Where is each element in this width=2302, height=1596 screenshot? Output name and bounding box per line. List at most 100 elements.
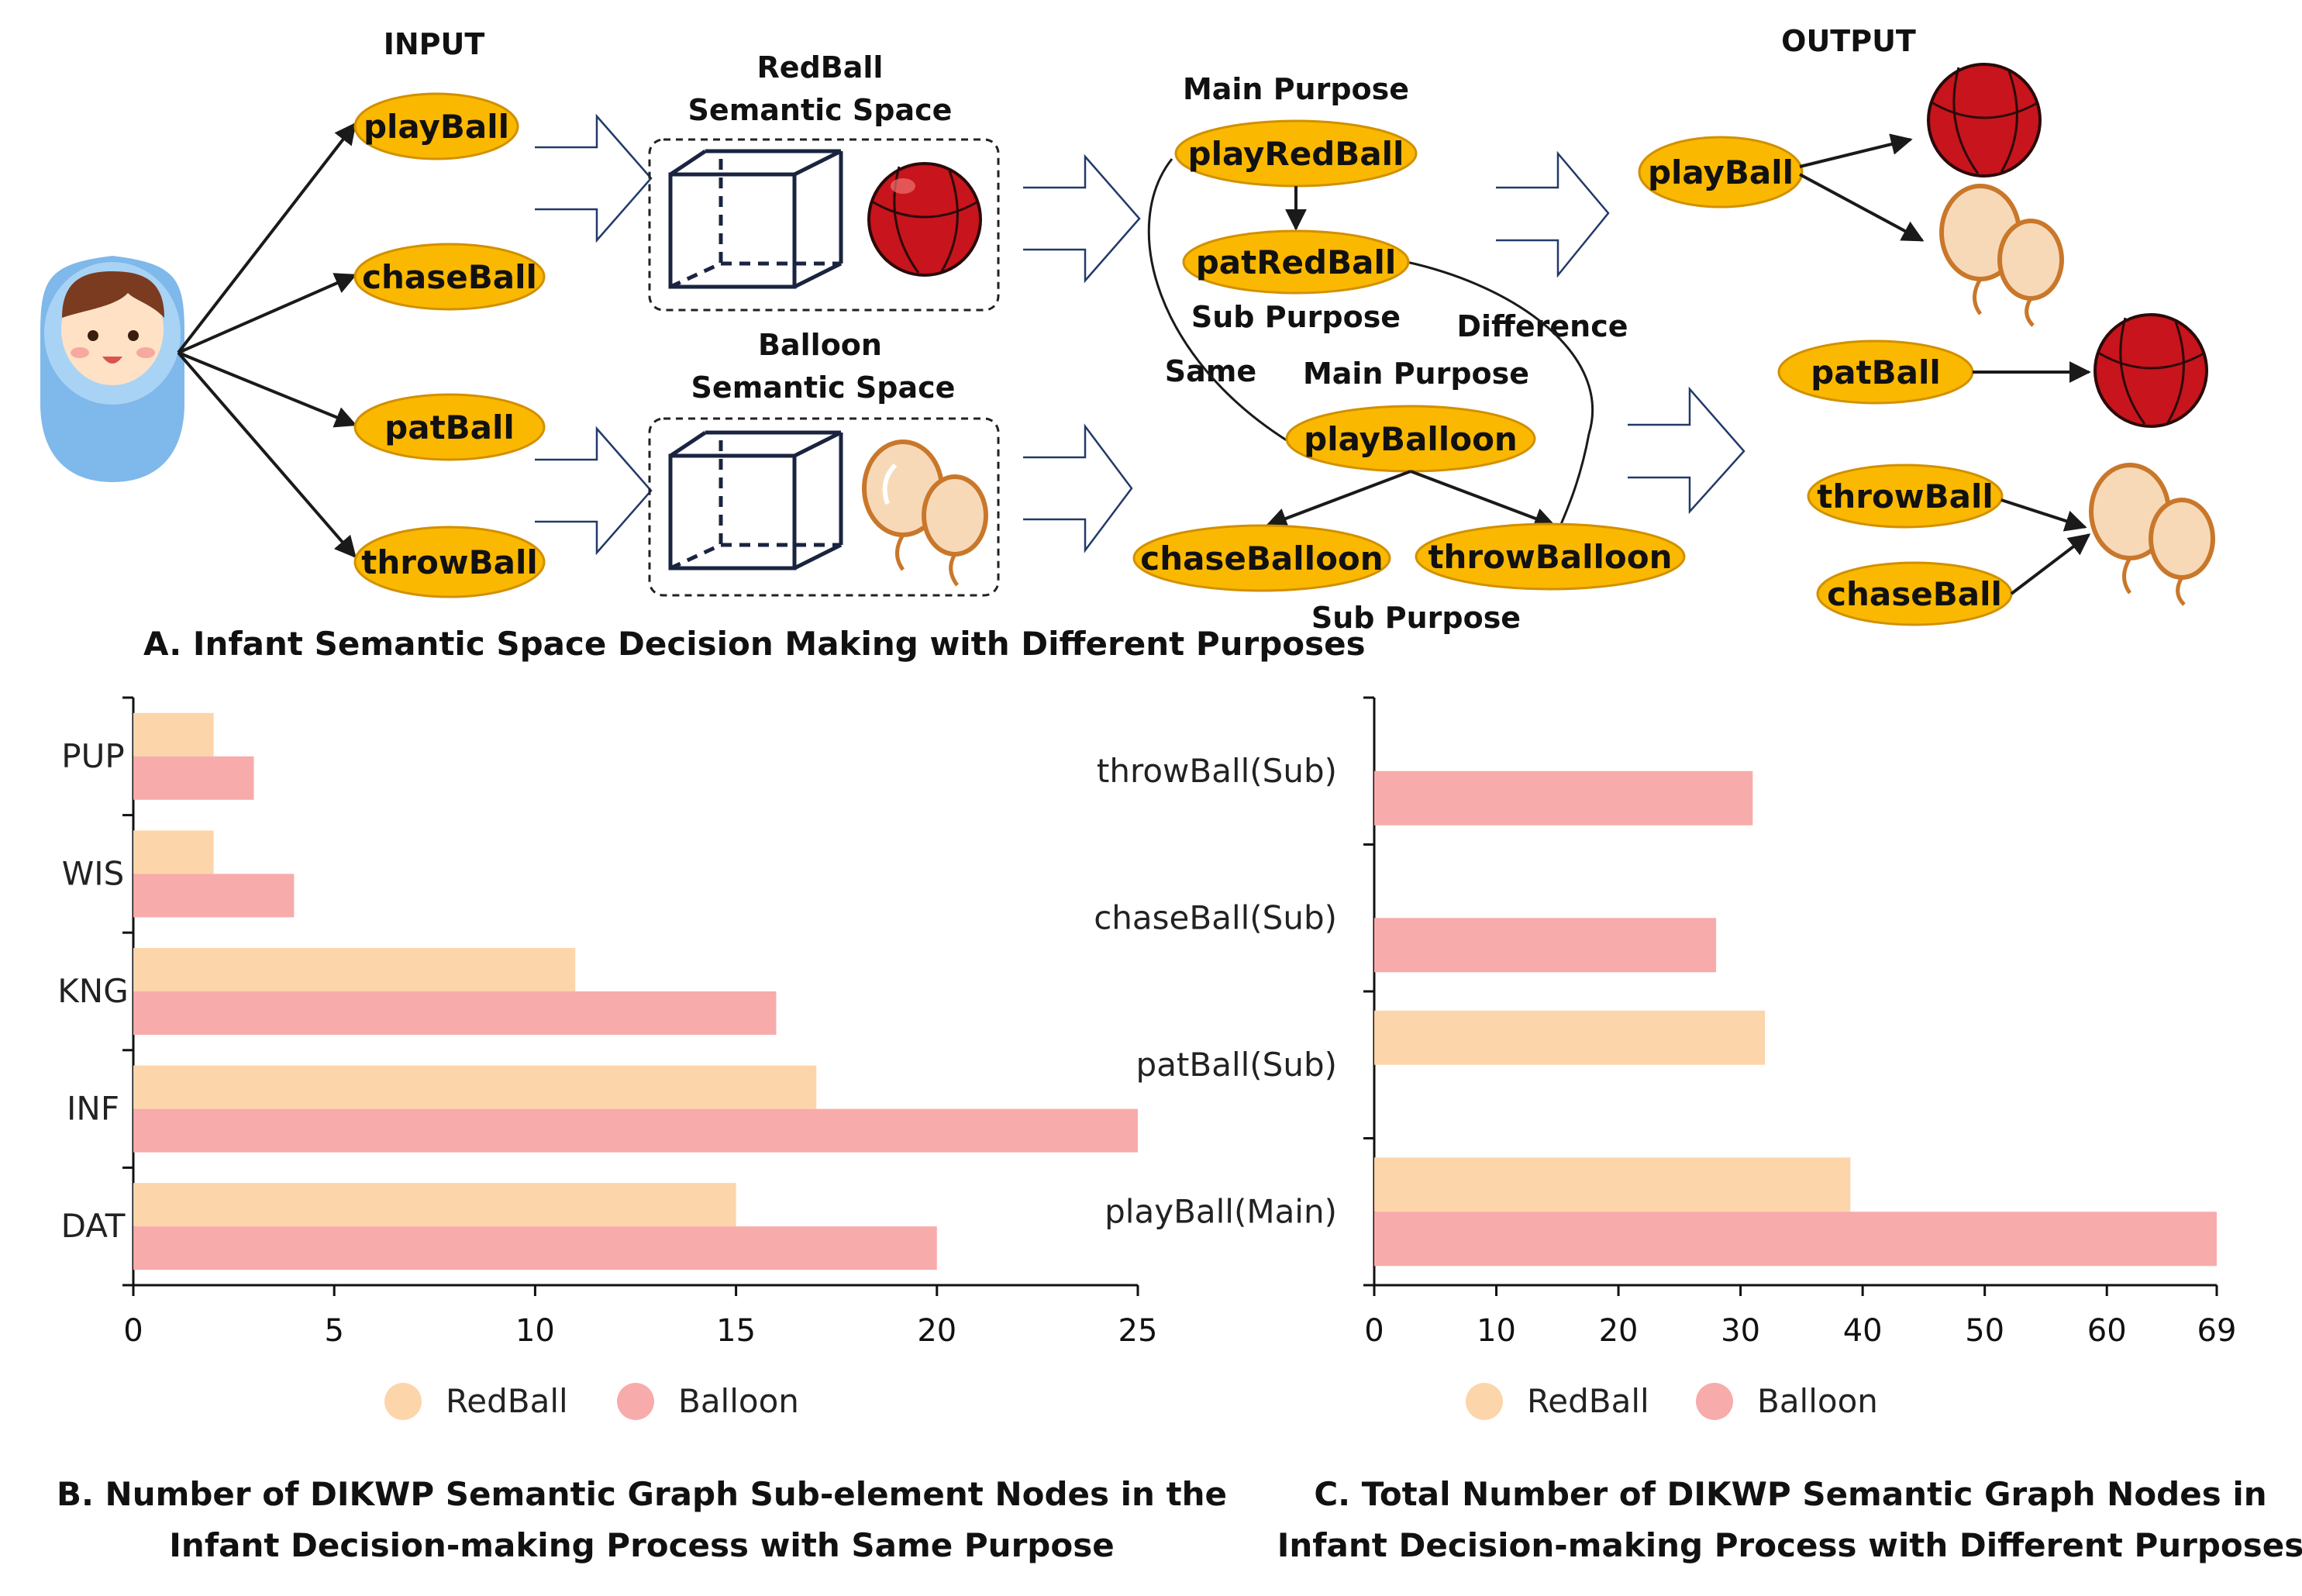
purpose-node-patredball: patRedBall bbox=[1182, 229, 1410, 295]
bar-redball-kng bbox=[133, 948, 576, 991]
balloon-space-box bbox=[648, 417, 1000, 597]
arrow-to-chaseballoon bbox=[1265, 470, 1411, 529]
bar-balloon-playball-main- bbox=[1374, 1212, 2217, 1267]
caption-c-line1: C. Total Number of DIKWP Semantic Graph … bbox=[1314, 1475, 2266, 1513]
balloon-icon bbox=[2089, 463, 2215, 606]
category-label: KNG bbox=[57, 972, 129, 1010]
caption-b-line2: Infant Decision-making Process with Same… bbox=[169, 1526, 1114, 1564]
arrow-chase-to-balloon bbox=[2010, 533, 2091, 595]
chart-c-bars bbox=[1374, 770, 2217, 1267]
bar-balloon-inf bbox=[133, 1108, 1138, 1153]
x-tick-label: 40 bbox=[1843, 1313, 1883, 1349]
x-tick-label: 20 bbox=[917, 1313, 956, 1349]
hollow-arrow-balloon bbox=[535, 426, 653, 556]
bar-redball-playball-main- bbox=[1374, 1157, 1851, 1212]
x-tick-label: 50 bbox=[1965, 1313, 2004, 1349]
redball-space-title-1: RedBall bbox=[757, 50, 884, 84]
svg-text:chaseBalloon: chaseBalloon bbox=[1140, 539, 1383, 577]
bar-redball-inf bbox=[133, 1065, 817, 1109]
infant-icon bbox=[40, 256, 184, 482]
bar-balloon-dat bbox=[133, 1226, 937, 1270]
x-tick-label: 30 bbox=[1721, 1313, 1760, 1349]
chart-b-legend: RedBall Balloon bbox=[384, 1382, 799, 1420]
x-tick-label: 10 bbox=[515, 1313, 555, 1349]
bar-redball-pup bbox=[133, 712, 214, 757]
sub-purpose-label-red: Sub Purpose bbox=[1191, 300, 1401, 334]
legend-label-redball: RedBall bbox=[446, 1382, 568, 1420]
svg-text:patRedBall: patRedBall bbox=[1196, 243, 1397, 281]
svg-text:chaseBall: chaseBall bbox=[1827, 575, 2002, 613]
output-node-playball: playBall bbox=[1638, 136, 1804, 209]
category-label: DAT bbox=[61, 1207, 126, 1245]
arrow-to-chaseball bbox=[177, 273, 357, 354]
cube-icon bbox=[668, 149, 843, 289]
output-node-chaseball: chaseBall bbox=[1816, 561, 2013, 626]
svg-text:patBall: patBall bbox=[1811, 353, 1941, 391]
hollow-arrow-output-2 bbox=[1628, 386, 1745, 515]
difference-connector bbox=[1406, 260, 1594, 543]
x-tick-label: 10 bbox=[1477, 1313, 1516, 1349]
arrow-to-patball bbox=[177, 351, 357, 428]
x-tick-label: 0 bbox=[1364, 1313, 1384, 1349]
bar-redball-dat bbox=[133, 1183, 736, 1227]
svg-text:playRedBall: playRedBall bbox=[1188, 135, 1404, 173]
hollow-arrow-redball-purpose bbox=[1023, 153, 1141, 284]
bar-balloon-chaseball-sub- bbox=[1374, 918, 1717, 973]
same-label: Same bbox=[1165, 354, 1256, 388]
legend-swatch-balloon bbox=[617, 1383, 654, 1420]
same-connector bbox=[1147, 158, 1287, 442]
redball-space-box bbox=[648, 138, 1000, 312]
input-label: INPUT bbox=[384, 27, 485, 61]
redball-space-title-2: Semantic Space bbox=[688, 93, 953, 127]
x-tick-label: 0 bbox=[123, 1313, 143, 1349]
sub-purpose-label-balloon: Sub Purpose bbox=[1311, 601, 1521, 635]
category-label: throwBall(Sub) bbox=[1097, 752, 1337, 790]
arrow-play-to-redball bbox=[1799, 133, 1913, 168]
bar-balloon-pup bbox=[133, 756, 254, 800]
caption-a: A. Infant Semantic Space Decision Making… bbox=[143, 625, 1366, 663]
svg-text:throwBall: throwBall bbox=[1817, 477, 1994, 515]
arrow-to-throwball bbox=[177, 351, 357, 559]
x-tick-label: 60 bbox=[2087, 1313, 2127, 1349]
category-label: playBall(Main) bbox=[1104, 1192, 1337, 1230]
x-tick-label: 20 bbox=[1599, 1313, 1639, 1349]
balloon-space-title-1: Balloon bbox=[758, 328, 882, 362]
legend-label-balloon: Balloon bbox=[678, 1382, 799, 1420]
cube-icon bbox=[668, 430, 843, 570]
purpose-node-playredball: playRedBall bbox=[1174, 119, 1418, 188]
main-purpose-label-red: Main Purpose bbox=[1183, 72, 1409, 106]
legend-swatch-redball bbox=[1466, 1383, 1503, 1420]
svg-text:chaseBall: chaseBall bbox=[362, 258, 537, 296]
output-node-throwball: throwBall bbox=[1807, 464, 2004, 529]
balloon-space-title-2: Semantic Space bbox=[691, 371, 956, 405]
input-node-chaseball: chaseBall bbox=[353, 243, 546, 311]
caption-c-line2: Infant Decision-making Process with Diff… bbox=[1277, 1526, 2302, 1564]
bar-redball-patball-sub- bbox=[1374, 1010, 1766, 1065]
legend-swatch-redball bbox=[384, 1383, 422, 1420]
chart-b-bars bbox=[133, 712, 1138, 1270]
purpose-node-throwballoon: throwBalloon bbox=[1415, 522, 1686, 591]
x-tick-label: 25 bbox=[1118, 1313, 1158, 1349]
category-label: PUP bbox=[61, 737, 124, 775]
legend-label-redball: RedBall bbox=[1527, 1382, 1649, 1420]
arrow-to-throwballoon bbox=[1410, 470, 1556, 529]
chart-c-labels: 0 10 20 30 40 50 60 69 throwBall(Sub) chaseBall(S… bbox=[1094, 752, 2236, 1349]
red-ball-icon bbox=[2094, 313, 2208, 428]
x-tick-label: 15 bbox=[716, 1313, 756, 1349]
svg-text:throwBalloon: throwBalloon bbox=[1428, 538, 1672, 576]
caption-b-line1: B. Number of DIKWP Semantic Graph Sub-el… bbox=[57, 1475, 1227, 1513]
purpose-node-playballoon: playBalloon bbox=[1285, 405, 1536, 473]
difference-label: Difference bbox=[1457, 309, 1628, 343]
diagram-panel: INPUT OUTPUT playBall chaseBall bbox=[40, 24, 2215, 663]
category-label: chaseBall(Sub) bbox=[1094, 898, 1337, 936]
bar-balloon-kng bbox=[133, 991, 777, 1035]
x-tick-label: 69 bbox=[2197, 1313, 2237, 1349]
category-label: INF bbox=[67, 1090, 119, 1128]
svg-text:playBall: playBall bbox=[1648, 153, 1794, 191]
input-node-playball: playBall bbox=[353, 92, 519, 160]
hollow-arrow-balloon-purpose bbox=[1023, 423, 1133, 553]
category-label: WIS bbox=[62, 854, 125, 892]
